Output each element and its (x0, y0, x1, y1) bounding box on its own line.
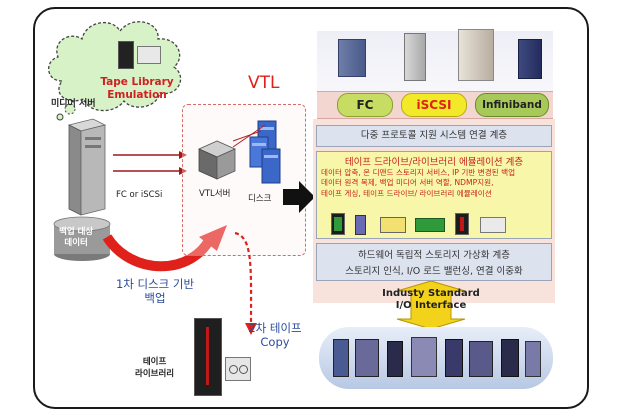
layer-emulation-feature: 데이터 압축, 온 디맨드 스토리지 서비스, IP 기반 변경된 백업 (321, 168, 516, 177)
disk-stack-icon (249, 120, 281, 184)
standard-io-arrow (396, 281, 466, 329)
backup-data-disk (53, 216, 111, 261)
storage-unit-icon (333, 339, 349, 377)
disk-label: 디스크 (248, 194, 272, 204)
backup-curve-arrow (102, 225, 227, 272)
cloud-drive-icon (137, 46, 161, 64)
server-to-vtl-arrows (113, 151, 187, 175)
rack-server-icon (404, 33, 426, 81)
cloud-tape-icon (118, 41, 134, 69)
tape-icon-2 (355, 215, 366, 235)
storage-unit-icon (469, 341, 493, 377)
protocol-fc: FC (337, 93, 393, 117)
tape-copy-arrow (234, 231, 257, 335)
storage-unit-icon (411, 337, 437, 377)
tape-drive-icon (225, 357, 251, 381)
layer-emulation-title: 테이프 드라이브/라이브러리 에뮬레이션 계층 (344, 157, 524, 168)
vtl-link-lines (232, 124, 266, 148)
protocol-iscsi: iSCSI (401, 93, 467, 117)
media-server-label: 미디어 서버 (51, 99, 96, 109)
big-right-arrow (283, 181, 315, 213)
storage-unit-icon (525, 341, 541, 377)
fc-iscsi-label: FC or iSCSi (116, 190, 163, 200)
cabinet-icon (458, 29, 494, 81)
tape-icon-4 (415, 218, 445, 232)
vtl-server-icon (198, 140, 236, 180)
layer-virtualization: 하드웨어 독립적 스토리지 가상화 계층 스토리지 인식, I/O 로드 밸런싱… (316, 243, 552, 281)
tape-icon-3 (380, 217, 406, 233)
layer-multiprotocol: 다중 프로토콜 지원 시스템 연결 계층 (316, 125, 552, 147)
vtl-box (182, 104, 306, 256)
vtl-server-label: VTL서버 (199, 189, 231, 199)
protocol-infiniband: Infiniband (475, 93, 549, 117)
storage-unit-icon (501, 339, 519, 377)
cloud-shape (48, 21, 182, 121)
media-server-icon (67, 118, 107, 216)
tape-icon-5 (455, 213, 469, 235)
tape-icon-1 (331, 213, 345, 235)
tape-library-icon (194, 318, 222, 396)
storage-unit-icon (445, 339, 463, 377)
layer-emulation-feature: 테이프 게싱, 테이프 드라이브/ 라이브러리 에뮬레이션 (321, 188, 492, 198)
layer-emulation-feature: 데이터 원격 복제, 백업 미디어 서버 역할, NDMP지원, (321, 178, 494, 188)
blade-server-icon (518, 39, 542, 79)
tape-icon-6 (480, 217, 506, 233)
storage-unit-icon (387, 341, 403, 377)
storage-unit-icon (355, 339, 379, 377)
vtl-title: VTL (248, 73, 280, 93)
storage-array-icon (338, 39, 366, 77)
